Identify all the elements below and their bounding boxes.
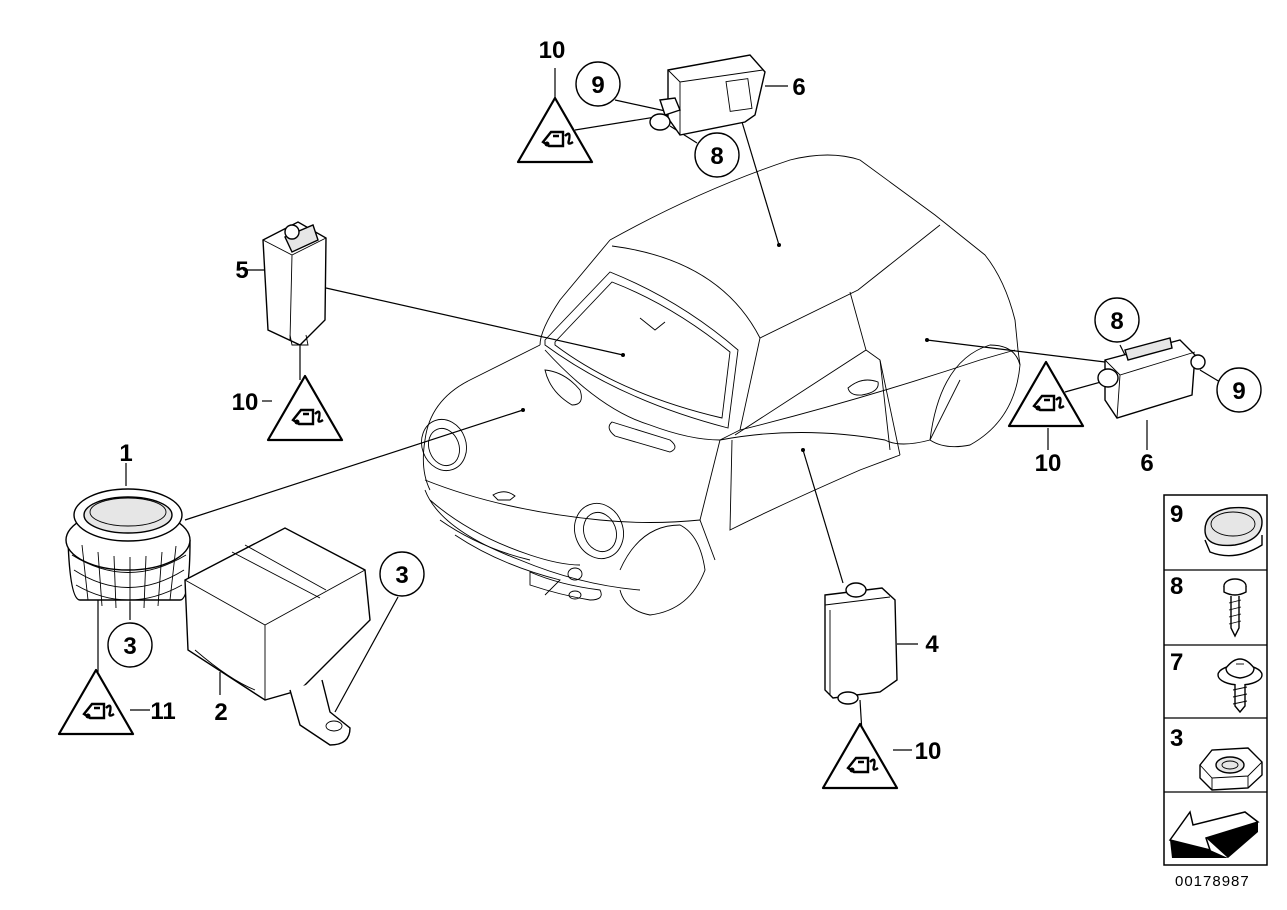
diagram-code: 00178987	[1175, 873, 1250, 890]
flange-screw-icon	[1217, 658, 1263, 714]
part-4-module	[824, 582, 898, 705]
legend-label-7: 7	[1170, 649, 1183, 676]
callout-10-top: 10	[539, 37, 566, 64]
circle-callouts	[107, 61, 1262, 668]
leader-lines	[97, 68, 1221, 751]
callout-3-center: 3	[395, 562, 408, 589]
callout-8-top: 8	[710, 143, 723, 170]
callout-11: 11	[150, 698, 175, 725]
hex-nut-icon	[1199, 747, 1263, 791]
connector-warning-triangle-icon	[266, 374, 344, 442]
part-2-alarm-box	[184, 527, 371, 746]
callout-8-right: 8	[1110, 308, 1123, 335]
legend-label-8: 8	[1170, 573, 1183, 600]
callout-10-left: 10	[232, 389, 259, 416]
part-6-right-module	[1097, 337, 1206, 419]
callout-2: 2	[214, 699, 227, 726]
callout-4: 4	[925, 631, 939, 658]
part-5-control-module	[262, 221, 327, 346]
connector-warning-triangle-icon	[516, 96, 594, 164]
grommet-icon	[1204, 506, 1263, 557]
part-6-top-module	[649, 54, 766, 136]
callout-10-bottom: 10	[915, 738, 942, 765]
callout-labels: 1 2 3 3 4 5 6 6 8 8 9 9 10 10 10 10 11	[119, 37, 1245, 765]
back-arrow-icon[interactable]	[1168, 810, 1260, 858]
connector-warning-triangle-icon	[57, 668, 135, 736]
part-1-siren	[65, 488, 191, 609]
callout-1: 1	[119, 440, 132, 467]
callout-9-top: 9	[591, 72, 604, 99]
legend-label-3: 3	[1170, 725, 1183, 752]
callout-10-right: 10	[1035, 450, 1062, 477]
callout-3-left: 3	[123, 633, 136, 660]
callout-6-right: 6	[1140, 450, 1153, 477]
callout-5: 5	[235, 257, 248, 284]
callout-6-top: 6	[792, 74, 805, 101]
connector-warning-triangle-icon	[821, 722, 899, 790]
callout-9-right: 9	[1232, 378, 1245, 405]
car-outline	[421, 154, 1021, 616]
screw-icon	[1223, 578, 1247, 638]
connector-warning-triangle-icon	[1007, 360, 1085, 428]
fastener-legend: 9 8 7 3	[1163, 494, 1268, 866]
legend-label-9: 9	[1170, 501, 1183, 528]
